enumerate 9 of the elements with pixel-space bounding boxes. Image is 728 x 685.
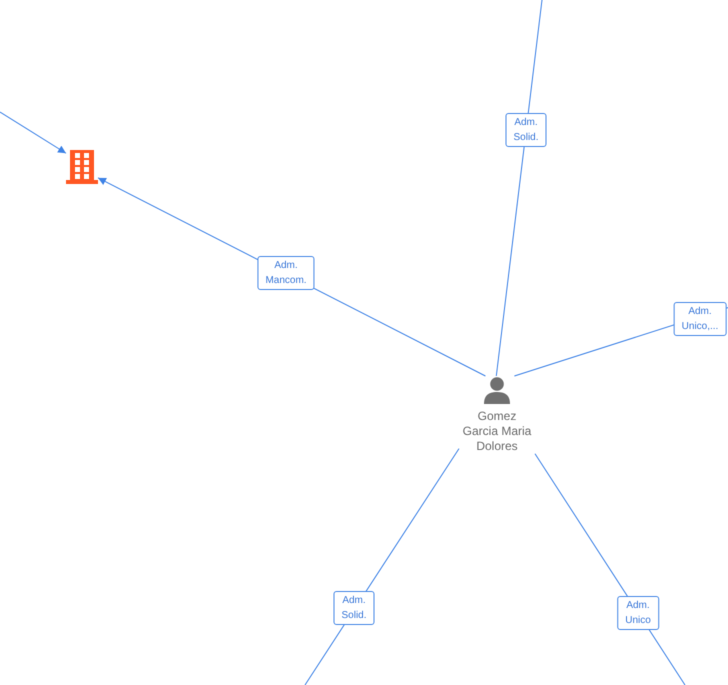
building-icon bbox=[66, 150, 98, 184]
edge-label: Adm. Solid. bbox=[334, 591, 374, 625]
edge-label: Adm. Unico bbox=[617, 596, 659, 630]
arrow bbox=[0, 112, 66, 154]
edge-label: Adm. Mancom. bbox=[257, 256, 315, 290]
connector-line bbox=[496, 0, 542, 376]
edge-label: Adm. Unico,... bbox=[674, 302, 726, 336]
edge-label: Adm. Solid. bbox=[506, 113, 546, 147]
person-name: Gomez Garcia Maria Dolores bbox=[462, 409, 532, 454]
